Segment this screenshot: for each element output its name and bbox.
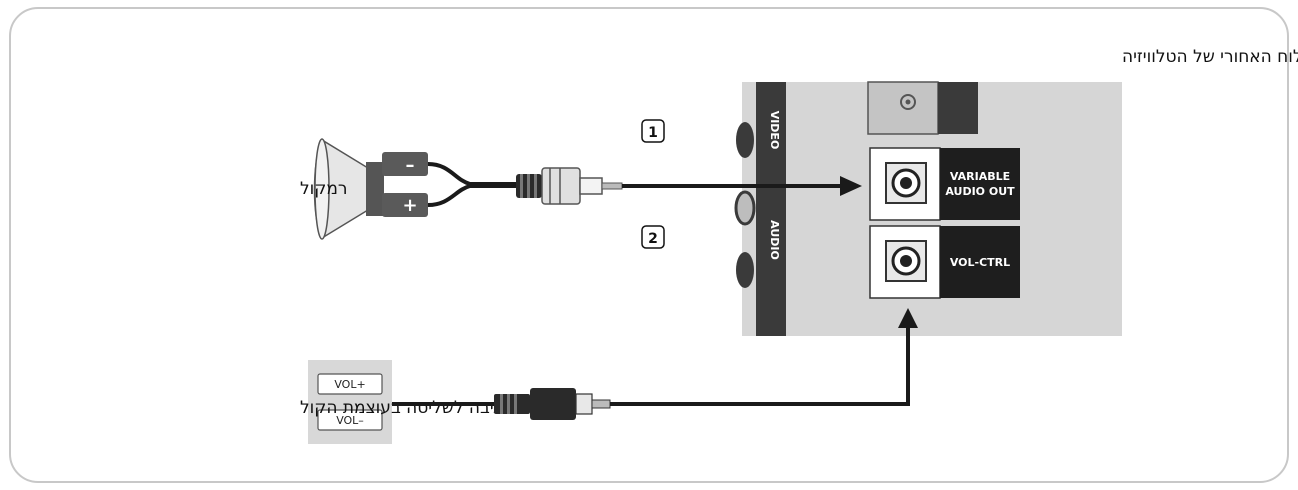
- jack-pin-2: [900, 255, 912, 267]
- speaker-wire-plus: [427, 184, 520, 207]
- speaker-terminal-plus: [382, 193, 428, 217]
- jack-label-bg-2: [940, 226, 1020, 298]
- top-connector-label: [938, 82, 978, 134]
- side-jack-audio-l: [734, 190, 756, 226]
- step-badge-1: 1: [641, 119, 665, 143]
- terminal-minus-label: –: [406, 155, 415, 176]
- speaker-wire-minus: [427, 162, 520, 186]
- jack-label-audio-out: AUDIO OUT: [945, 185, 1015, 198]
- plug-boot-2: [494, 394, 530, 414]
- jack-pin-1: [900, 177, 912, 189]
- rca-plug-speaker: [516, 167, 623, 205]
- step-badge-2-text: 2: [648, 231, 658, 247]
- tv-rear-panel-label: הלוח האחורי של הטלוויזיה: [1122, 47, 1298, 67]
- step-badge-2: 2: [641, 225, 665, 249]
- arrow-head-audio-out: [840, 176, 862, 196]
- plug-body-1: [541, 167, 581, 205]
- variable-audio-out-jack: VARIABLE AUDIO OUT: [869, 147, 1020, 221]
- speaker: – +: [313, 138, 428, 240]
- tv-side-strip: [756, 82, 786, 336]
- terminal-plus-label: +: [402, 195, 417, 216]
- vol-minus-button: [317, 409, 383, 431]
- side-jack-audio-r: [736, 252, 754, 288]
- top-connector-pin: [905, 99, 911, 105]
- plug-tip-2: [591, 399, 611, 409]
- step-badge-2-box: [641, 225, 665, 249]
- vol-plus-button: [317, 373, 383, 395]
- side-label-video: VIDEO: [768, 111, 781, 150]
- jack-label-variable: VARIABLE: [950, 170, 1010, 183]
- step-badge-1-box: [641, 119, 665, 143]
- jack-label-vol-ctrl: VOL-CTRL: [950, 256, 1010, 269]
- plug-ridge-2a: [500, 394, 503, 414]
- volume-control-box: VOL+ VOL–: [308, 360, 392, 444]
- jack-label-bg-1: [940, 148, 1020, 220]
- speaker-rim: [314, 138, 330, 240]
- volume-box-label: תיבה לשליטה בעוצמת הקול: [300, 398, 505, 418]
- side-label-audio: AUDIO: [768, 220, 781, 260]
- plug-body-2: [530, 388, 576, 420]
- plug-tip-1: [601, 182, 623, 190]
- vol-plus-label: VOL+: [334, 378, 365, 391]
- plug-sleeve-2: [575, 393, 593, 415]
- jack-plug-volume: [494, 388, 611, 420]
- arrow-head-vol-ctrl: [898, 308, 918, 328]
- plug-ridge-2b: [507, 394, 510, 414]
- jack-housing-2: [869, 225, 941, 299]
- vol-minus-label: VOL–: [336, 414, 364, 427]
- plug-ridge-1a: [520, 174, 523, 198]
- tv-rear-panel: VIDEO AUDIO VARIABLE AUDIO OUT VOL-CTRL: [734, 81, 1122, 336]
- speaker-label: רמקול: [300, 179, 348, 199]
- plug-ridge-2c: [514, 394, 517, 414]
- side-jack-video: [736, 122, 754, 158]
- vol-ctrl-jack: VOL-CTRL: [869, 225, 1020, 299]
- speaker-terminal-minus: [382, 152, 428, 176]
- speaker-magnet: [366, 162, 384, 216]
- plug-ridge-1c: [534, 174, 537, 198]
- cable-to-vol-ctrl: [610, 328, 910, 406]
- step-badge-1-text: 1: [648, 125, 658, 141]
- top-connector-jack: [900, 94, 916, 110]
- plug-sleeve-1: [579, 177, 603, 195]
- plug-ridge-1b: [527, 174, 530, 198]
